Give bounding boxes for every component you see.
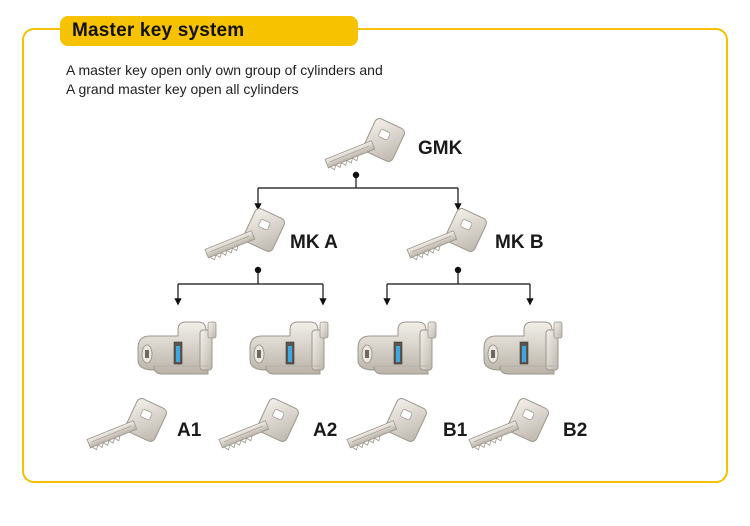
connector-gmk [254, 171, 462, 211]
diagram-frame [22, 28, 728, 483]
cylinder-a2-icon [249, 321, 329, 375]
label-mk-a: MK A [290, 232, 338, 253]
label-b2: B2 [563, 420, 587, 441]
label-a2: A2 [313, 420, 337, 441]
key-b1-icon [346, 396, 429, 453]
key-a2-icon [218, 396, 301, 453]
label-a1: A1 [177, 420, 202, 441]
key-gmk-icon [324, 116, 407, 173]
description-line-1: A master key open only own group of cyli… [66, 62, 383, 78]
connector-mk-a [174, 266, 327, 306]
key-mk-b-icon [406, 206, 489, 263]
connector-mk-b [383, 266, 534, 306]
key-b2-icon [468, 396, 551, 453]
cylinder-a1-icon [137, 321, 217, 375]
title-tab [60, 16, 358, 46]
label-mk-b: MK B [495, 232, 544, 253]
key-mk-a-icon [204, 206, 287, 263]
description-line-2: A grand master key open all cylinders [66, 81, 299, 97]
label-b1: B1 [443, 420, 468, 441]
cylinder-b1-icon [357, 321, 437, 375]
cylinder-b2-icon [483, 321, 563, 375]
key-a1-icon [86, 396, 169, 453]
label-gmk: GMK [418, 138, 463, 159]
page-title: Master key system [72, 20, 245, 41]
